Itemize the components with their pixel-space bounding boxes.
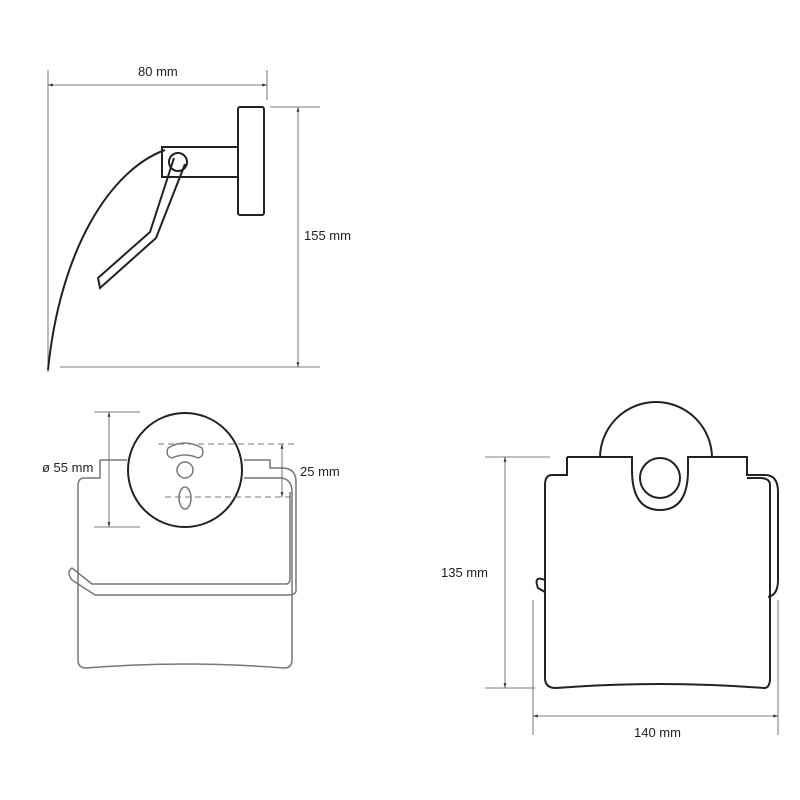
rosette-view <box>68 411 297 669</box>
side-height-label: 155 mm <box>304 228 351 243</box>
cover-curve <box>47 149 166 371</box>
paper-hook <box>96 157 186 290</box>
front-width-label: 140 mm <box>634 725 681 740</box>
side-width-label: 80 mm <box>138 64 178 79</box>
side-view <box>47 70 320 372</box>
hole-spacing-label: 25 mm <box>300 464 340 479</box>
rosette-diameter-label: ø 55 mm <box>42 460 94 475</box>
rosette <box>127 412 243 528</box>
wall-plate <box>237 106 265 216</box>
arm <box>161 146 239 178</box>
front-view <box>485 401 779 735</box>
front-height-label: 135 mm <box>441 565 488 580</box>
